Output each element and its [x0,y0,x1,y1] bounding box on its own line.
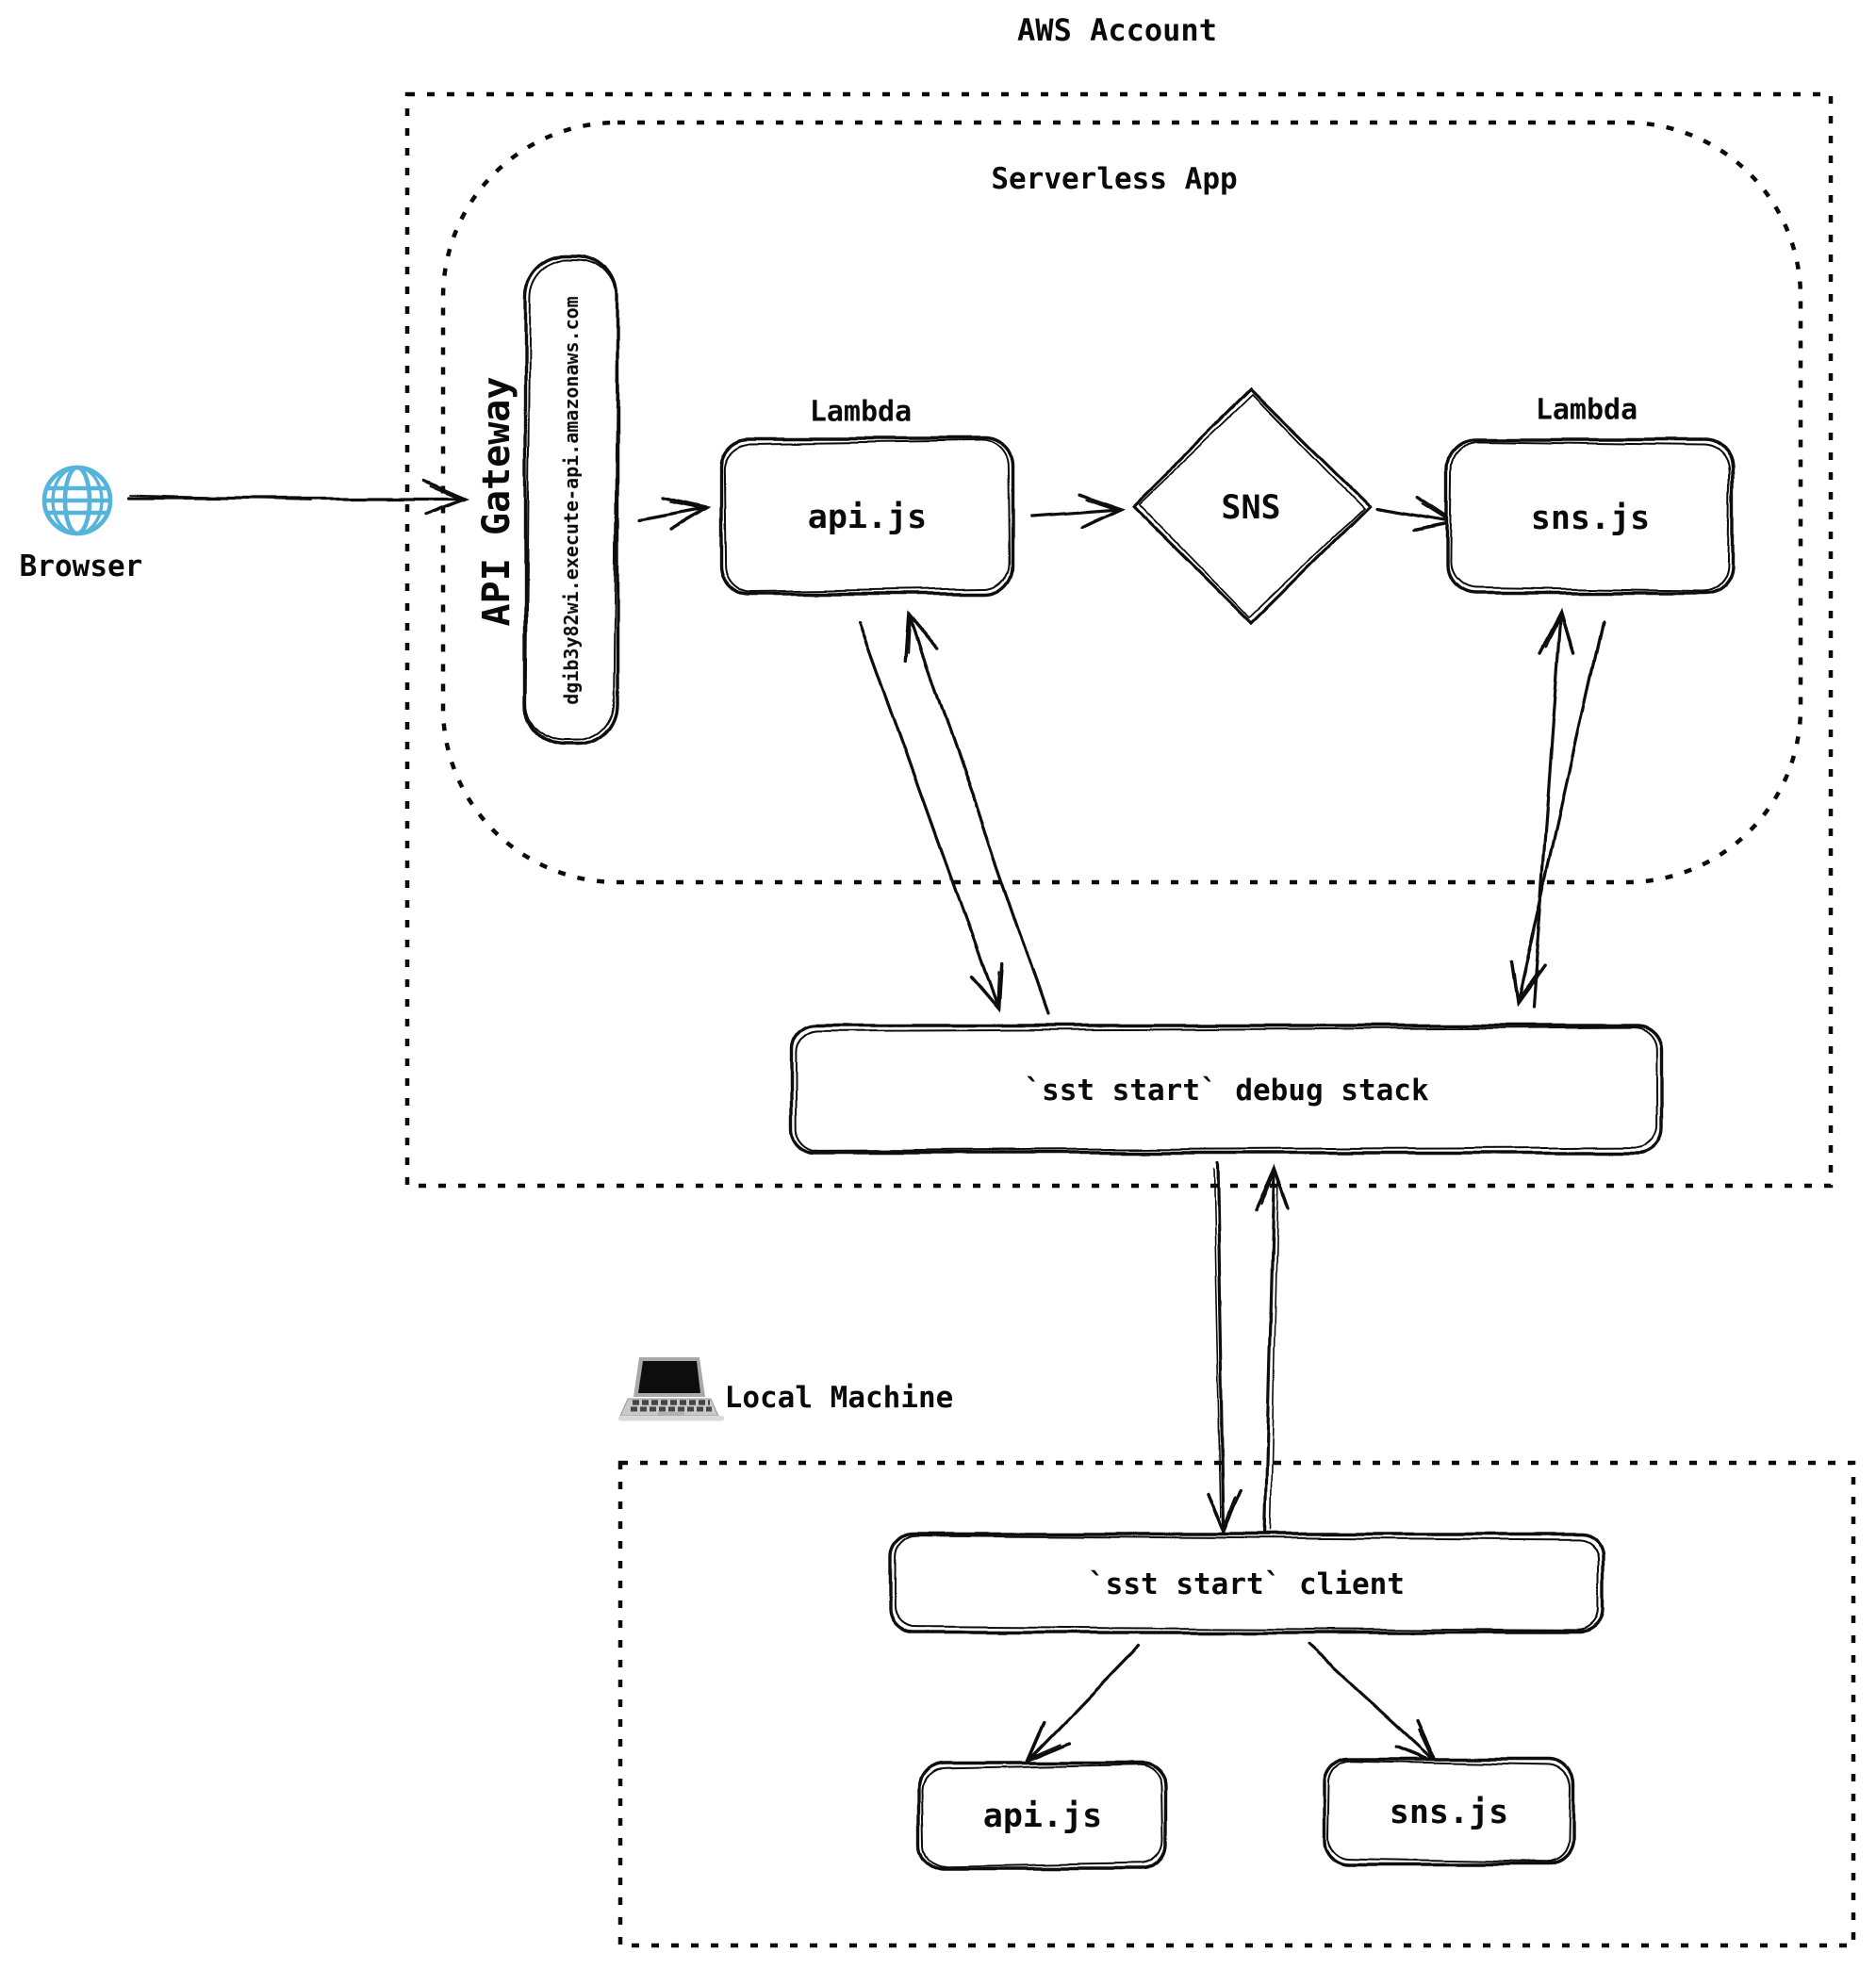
globe-icon [41,465,113,536]
client-node-sketch [894,1535,1600,1632]
api-gateway-endpoint: dgib3y82wi.execute-api.amazonaws.com [560,296,583,705]
local-sns-label: sns.js [1389,1794,1509,1831]
sns-label: SNS [1221,489,1281,527]
laptop-icon [618,1357,724,1421]
arrow-sketch-line [1270,1177,1279,1532]
api-gateway-label: API Gateway [475,376,518,627]
arrow-debug-to-snsjs [1531,608,1575,1010]
lambda-api-type-label: Lambda [809,395,913,429]
client-label: `sst start` client [1088,1567,1405,1601]
local-api-node [917,1761,1168,1870]
api-gateway-node-sketch [525,258,618,743]
arrow-snsjs-to-debug [1509,619,1604,1009]
arrow-api-to-debug [858,620,1003,1013]
diagram-arrows [125,479,1604,1765]
arrow-client-to-debug [1254,1164,1291,1538]
lambda-sns-node-sketch [1449,441,1731,593]
arrow-api-to-sns [1029,492,1125,529]
debug-stack-node-sketch [795,1026,1659,1152]
local-api-label: api.js [982,1797,1103,1835]
lambda-api-name: api.js [807,499,928,536]
arrow-client-to-local-api [1025,1644,1141,1764]
api-gateway-node [523,254,619,747]
aws-account-border [404,91,1834,1189]
arrow-sketch-line [1212,1168,1222,1518]
arrow-debug-to-client [1206,1161,1242,1537]
local-api-node-sketch [921,1764,1164,1867]
arrow-sketch-line [128,495,312,501]
client-node [889,1533,1604,1634]
arrow-sns-to-snsjs [1374,495,1460,532]
arrow-client-to-local-sns [1307,1642,1440,1765]
serverless-app-label: Serverless App [991,162,1238,196]
local-sns-node-sketch [1326,1760,1572,1863]
lambda-api-node [719,436,1015,596]
arrow-debug-to-api [905,611,1050,1016]
debug-stack-label: `sst start` debug stack [1024,1074,1429,1108]
diagram-nodes [523,254,1735,1870]
lambda-sns-name: sns.js [1530,500,1651,537]
sns-topic-node-sketch [1137,393,1365,619]
local-machine-label: Local Machine [724,1381,954,1415]
local-machine-border [617,1460,1856,1948]
lambda-sns-type-label: Lambda [1535,393,1638,427]
browser-label: Browser [19,550,143,583]
sns-topic-node [1130,386,1372,626]
local-sns-node [1323,1757,1575,1866]
lambda-api-node-sketch [723,439,1012,593]
lambda-sns-node [1445,438,1735,596]
diagram-title: AWS Account [1017,12,1217,48]
debug-stack-node [790,1024,1664,1155]
arrow-gateway-to-api [637,496,712,532]
serverless-app-border [440,120,1803,885]
